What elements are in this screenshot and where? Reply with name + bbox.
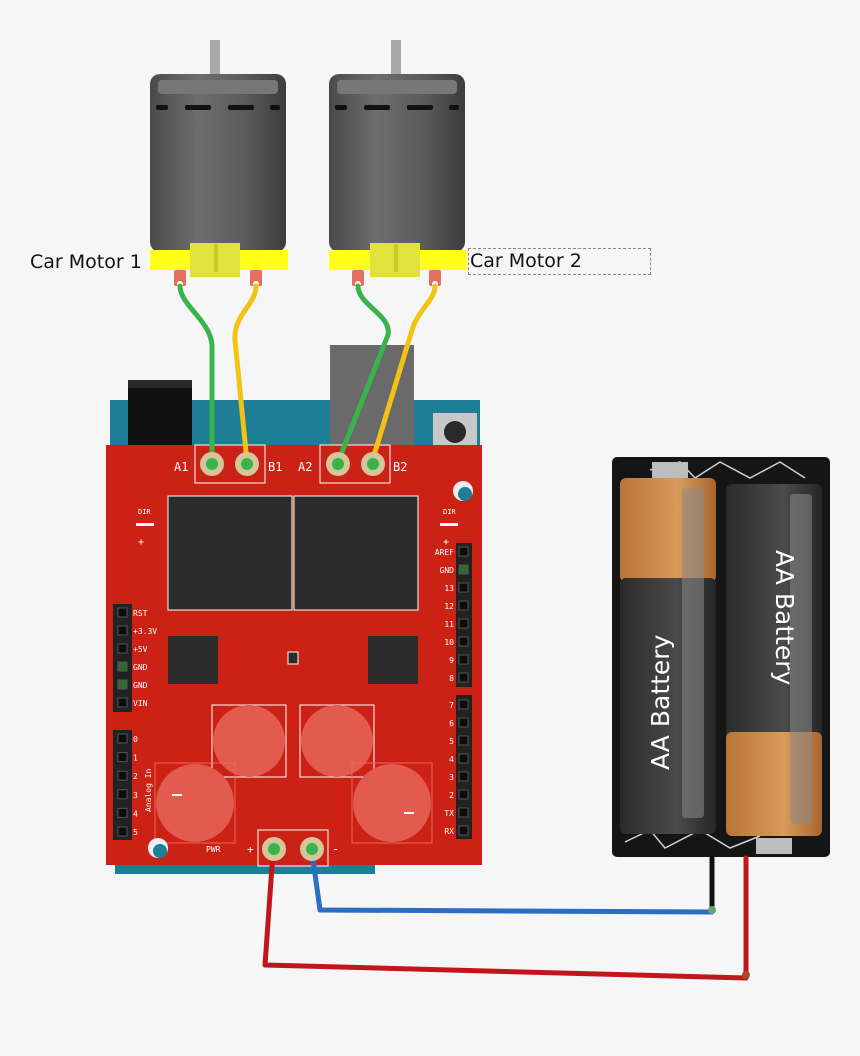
right-header-pin-label: 8 — [449, 674, 454, 683]
screw-terminals — [200, 452, 385, 861]
wire-yellow-motor2 — [369, 283, 438, 465]
right-header-pin-label: 6 — [449, 719, 454, 728]
right-header-pin-label: 7 — [449, 701, 454, 710]
motor-driver-shield: RST+3.3V+5VGNDGNDVIN012345AREFGND1312111… — [106, 444, 482, 867]
header-pin — [117, 770, 128, 781]
capacitor — [211, 704, 287, 778]
wires — [177, 283, 750, 981]
header-pin — [458, 564, 469, 575]
terminal-label-b2: B2 — [393, 460, 407, 474]
battery-cell-2-label: AA Battery — [770, 550, 799, 686]
header-pin — [117, 733, 128, 744]
dir-label-right: DIR — [443, 508, 456, 516]
right-header-pin-label: AREF — [435, 548, 454, 557]
analog-in-label: Analog In — [144, 768, 153, 812]
header-pin — [458, 771, 469, 782]
left-header-pin-label: RST — [133, 609, 148, 618]
right-header-pin-label: TX — [444, 809, 454, 818]
right-header-pin-label: RX — [444, 827, 454, 836]
left-header-pin-label: VIN — [133, 699, 148, 708]
right-header-pin-label: 5 — [449, 737, 454, 746]
left-header-pin-label: +5V — [133, 645, 148, 654]
right-header-pin-label: 10 — [444, 638, 454, 647]
car-motor-2 — [329, 40, 467, 287]
analog-pin-label: 2 — [133, 772, 138, 781]
wire-green-motor1 — [177, 283, 215, 465]
left-header-pin-label: +3.3V — [133, 627, 157, 636]
battery-cell-2: AA Battery — [726, 484, 822, 836]
right-header-pin-label: GND — [440, 566, 455, 575]
wire-red-positive — [262, 849, 749, 981]
capacitor — [154, 762, 236, 844]
header-pin — [458, 582, 469, 593]
header-pin — [117, 661, 128, 672]
header-pin — [458, 636, 469, 647]
header-pin — [117, 752, 128, 763]
left-header-pin-label: GND — [133, 681, 148, 690]
header-pin — [117, 625, 128, 636]
plus-sign-right: + — [443, 537, 449, 548]
wire-green-motor2 — [335, 283, 391, 465]
power-label: PWR — [206, 845, 221, 854]
header-pin — [458, 717, 469, 728]
capacitor — [299, 704, 375, 778]
header-pin — [117, 826, 128, 837]
car-motor-1 — [150, 40, 288, 287]
terminal-label-b1: B1 — [268, 460, 282, 474]
header-pin — [458, 825, 469, 836]
header-pin — [117, 607, 128, 618]
header-pin — [117, 697, 128, 708]
header-pin — [458, 789, 469, 800]
terminal-label-a2: A2 — [298, 460, 312, 474]
left-header-pin-label: GND — [133, 663, 148, 672]
analog-pin-label: 4 — [133, 809, 138, 818]
header-pin — [458, 654, 469, 665]
right-header-pin-label: 13 — [444, 584, 454, 593]
header-pin — [458, 753, 469, 764]
header-pin — [458, 546, 469, 557]
car-motor-1-label: Car Motor 1 — [30, 251, 142, 273]
header-pin — [458, 618, 469, 629]
wire-yellow-motor1 — [232, 283, 259, 465]
header-pin — [117, 789, 128, 800]
right-header-pin-label: 12 — [444, 602, 454, 611]
power-minus: - — [332, 842, 339, 856]
header-pin — [117, 679, 128, 690]
right-header-pin-label: 4 — [449, 755, 454, 764]
header-pin — [458, 600, 469, 611]
analog-pin-label: 1 — [133, 754, 138, 763]
header-pin — [117, 807, 128, 818]
capacitor — [351, 762, 433, 844]
header-pin — [117, 643, 128, 654]
header-pin — [458, 735, 469, 746]
plus-sign-left: + — [138, 537, 144, 548]
terminal-label-a1: A1 — [174, 460, 188, 474]
car-motor-2-label[interactable]: Car Motor 2 — [468, 248, 651, 275]
power-plus: + — [247, 843, 254, 856]
right-header-pin-label: 2 — [449, 791, 454, 800]
analog-pin-label: 0 — [133, 735, 138, 744]
analog-pin-label: 3 — [133, 791, 138, 800]
header-pin — [458, 807, 469, 818]
header-pin — [458, 672, 469, 683]
analog-pin-label: 5 — [133, 828, 138, 837]
right-header-pin-label: 9 — [449, 656, 454, 665]
battery-cell-1-label: AA Battery — [646, 634, 675, 770]
battery-cell-1: AA Battery — [620, 478, 716, 834]
header-pin — [458, 699, 469, 710]
right-header-pin-label: 3 — [449, 773, 454, 782]
battery-pack: AA Battery AA Battery — [612, 457, 830, 857]
right-header-pin-label: 11 — [444, 620, 454, 629]
dir-label-left: DIR — [138, 508, 151, 516]
